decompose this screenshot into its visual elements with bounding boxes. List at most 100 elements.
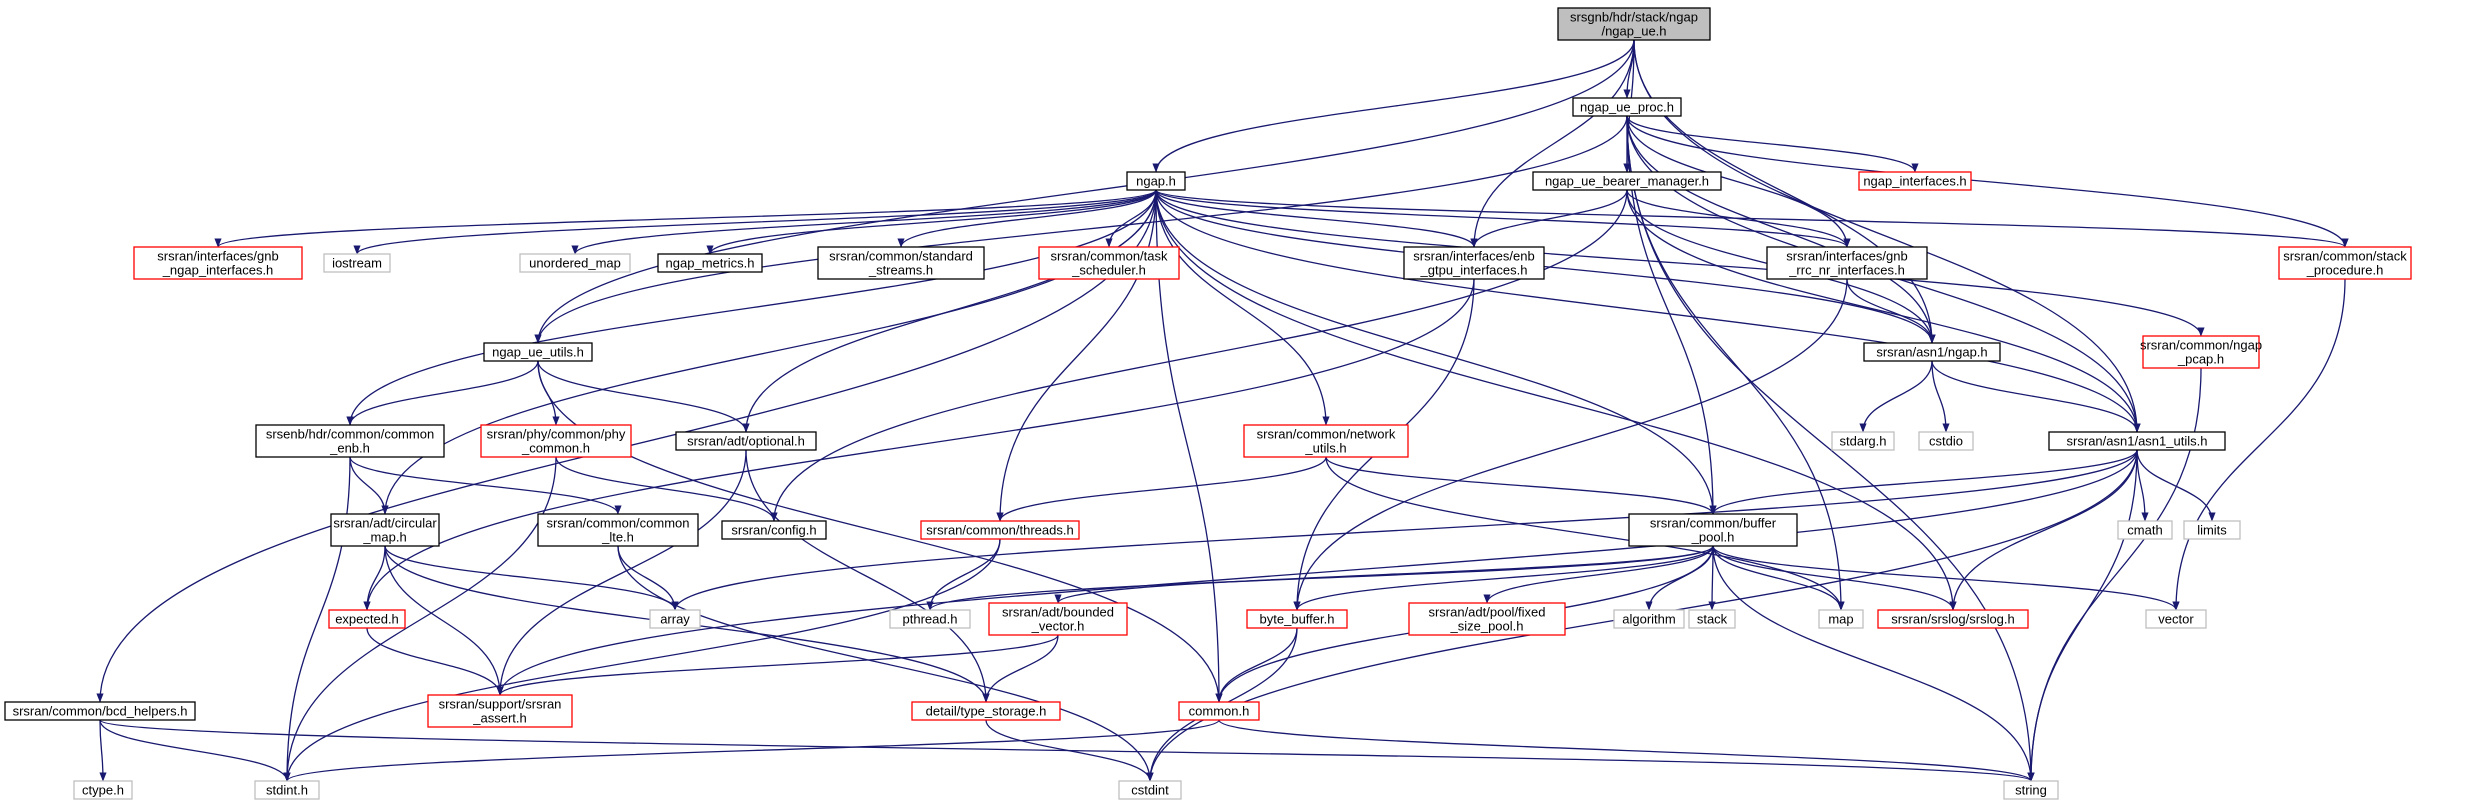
edge-asn1-utils-to-srsran-assert — [496, 449, 2138, 696]
node-label: string — [2015, 783, 2047, 798]
edge-ngap-to-enb-gtpu — [1155, 189, 1478, 248]
edge-optional-to-type-storage — [745, 449, 990, 703]
node-iostream: iostream — [323, 253, 391, 273]
node-box — [721, 520, 827, 540]
node-asn1-ngap[interactable]: srsran/asn1/ngap.h — [1863, 342, 2001, 362]
node-label: srsran/adt/circular — [333, 516, 437, 531]
node-threads[interactable]: srsran/common/threads.h — [920, 520, 1080, 540]
node-label: /ngap_ue.h — [1601, 24, 1666, 39]
edge-ngap-to-iostream — [353, 189, 1157, 255]
edge-asn1-utils-to-array — [671, 449, 2138, 611]
node-label: srsran/srslog/srslog.h — [1891, 612, 2015, 627]
node-box — [4, 701, 196, 721]
node-label: srsran/common/network — [1257, 427, 1396, 442]
node-buffer-pool[interactable]: srsran/common/buffer_pool.h — [1628, 513, 1798, 547]
edge-ngap-ue-proc-to-asn1-ngap — [1626, 115, 1936, 344]
node-phy-common[interactable]: srsran/phy/common/phy_common.h — [480, 424, 632, 458]
node-string: string — [2003, 780, 2059, 800]
node-vector: vector — [2145, 609, 2207, 629]
node-bearer-mgr[interactable]: ngap_ue_bearer_manager.h — [1532, 171, 1722, 191]
edge-root-to-asn1-ngap — [1633, 39, 1936, 344]
edge-asn1-utils-to-cmath — [2136, 449, 2149, 522]
edge-common-h-to-string — [1218, 719, 2035, 782]
node-enb-gtpu[interactable]: srsran/interfaces/enb_gtpu_interfaces.h — [1403, 246, 1545, 280]
node-std-streams[interactable]: srsran/common/standard_streams.h — [817, 246, 985, 280]
node-box — [133, 246, 303, 280]
node-label: stdarg.h — [1840, 434, 1887, 449]
node-type-storage[interactable]: detail/type_storage.h — [911, 701, 1061, 721]
node-label: ctype.h — [82, 783, 124, 798]
node-box — [330, 513, 440, 547]
node-label: srsran/common/task — [1050, 249, 1168, 264]
node-common-enb[interactable]: srsenb/hdr/common/common_enb.h — [255, 424, 445, 458]
node-ngap-interfaces[interactable]: ngap_interfaces.h — [1858, 171, 1972, 191]
edge-threads-to-pthread — [926, 538, 1001, 611]
edge-buffer-pool-to-string — [1712, 545, 2035, 782]
node-label: _assert.h — [472, 711, 526, 726]
node-stack-proc[interactable]: srsran/common/stack_procedure.h — [2278, 246, 2412, 280]
node-asn1-utils[interactable]: srsran/asn1/asn1_utils.h — [2048, 431, 2226, 451]
node-srslog[interactable]: srsran/srslog/srslog.h — [1877, 609, 2029, 629]
node-common-lte[interactable]: srsran/common/common_lte.h — [537, 513, 699, 547]
node-label: ngap_ue_proc.h — [1580, 100, 1674, 115]
node-gnb-ngap-if[interactable]: srsran/interfaces/gnb_ngap_interfaces.h — [133, 246, 303, 280]
node-root[interactable]: srsgnb/hdr/stack/ngap/ngap_ue.h — [1557, 7, 1711, 41]
node-ctype: ctype.h — [73, 780, 133, 800]
node-label: detail/type_storage.h — [926, 704, 1047, 719]
node-cstdio: cstdio — [1918, 431, 1974, 451]
node-label: srsran/config.h — [731, 523, 816, 538]
node-network-utils[interactable]: srsran/common/network_utils.h — [1243, 424, 1409, 458]
node-label: _scheduler.h — [1071, 263, 1146, 278]
node-box — [649, 609, 701, 629]
node-expected[interactable]: expected.h — [328, 609, 406, 629]
node-box — [1403, 246, 1545, 280]
node-srsran-assert[interactable]: srsran/support/srsran_assert.h — [427, 694, 573, 728]
node-label: limits — [2197, 523, 2227, 538]
edge-root-to-ngap — [1152, 39, 1635, 173]
node-label: _rrc_nr_interfaces.h — [1788, 263, 1905, 278]
node-box — [255, 424, 445, 458]
edge-asn1-ngap-to-stdarg — [1859, 360, 1933, 433]
edge-ngap-ue-proc-to-ngap-ue-utils — [534, 115, 1628, 344]
node-box — [1038, 246, 1180, 280]
edge-stack-proc-to-vector — [2172, 278, 2346, 611]
node-label: _procedure.h — [2306, 263, 2384, 278]
node-task-sched[interactable]: srsran/common/task_scheduler.h — [1038, 246, 1180, 280]
edge-ngap-to-network-utils — [1155, 189, 1330, 426]
node-ngap-metrics[interactable]: ngap_metrics.h — [657, 253, 763, 273]
node-box — [427, 694, 573, 728]
node-label: _common.h — [521, 441, 590, 456]
edge-ngap-ue-proc-to-gnb-rrc-nr — [1626, 115, 1851, 248]
node-common-h[interactable]: common.h — [1178, 701, 1260, 721]
node-optional[interactable]: srsran/adt/optional.h — [675, 431, 817, 451]
node-label: ngap_ue_utils.h — [492, 345, 584, 360]
node-label: srsenb/hdr/common/common — [266, 427, 434, 442]
node-ngap-pcap[interactable]: srsran/common/ngap_pcap.h — [2140, 335, 2262, 369]
node-label: _lte.h — [601, 530, 634, 545]
node-box — [1831, 431, 1895, 451]
node-bcd-helpers[interactable]: srsran/common/bcd_helpers.h — [4, 701, 196, 721]
edge-asn1-utils-to-srslog — [1949, 449, 2138, 611]
edge-circular-map-to-array — [384, 545, 679, 611]
node-stdint: stdint.h — [254, 780, 320, 800]
edge-circular-map-to-srsran-assert — [384, 545, 504, 696]
node-config[interactable]: srsran/config.h — [721, 520, 827, 540]
node-byte-buffer[interactable]: byte_buffer.h — [1246, 609, 1348, 629]
node-label: byte_buffer.h — [1260, 612, 1335, 627]
node-box — [1613, 609, 1685, 629]
edge-common-h-to-stdint — [283, 719, 1220, 782]
node-box — [1532, 171, 1722, 191]
node-bounded-vector[interactable]: srsran/adt/bounded_vector.h — [988, 602, 1128, 636]
node-label: srsran/adt/optional.h — [687, 434, 805, 449]
node-ngap-ue-utils[interactable]: ngap_ue_utils.h — [483, 342, 593, 362]
node-ngap[interactable]: ngap.h — [1126, 171, 1186, 191]
node-gnb-rrc-nr[interactable]: srsran/interfaces/gnb_rrc_nr_interfaces.… — [1766, 246, 1928, 280]
node-label: cstdint — [1131, 783, 1169, 798]
node-fixed-pool[interactable]: srsran/adt/pool/fixed_size_pool.h — [1408, 602, 1566, 636]
node-label: _ngap_interfaces.h — [162, 263, 274, 278]
node-box — [1246, 609, 1348, 629]
node-circular-map[interactable]: srsran/adt/circular_map.h — [330, 513, 440, 547]
edge-asn1-ngap-to-cstdio — [1931, 360, 1950, 433]
node-box — [254, 780, 320, 800]
node-ngap-ue-proc[interactable]: ngap_ue_proc.h — [1572, 97, 1682, 117]
